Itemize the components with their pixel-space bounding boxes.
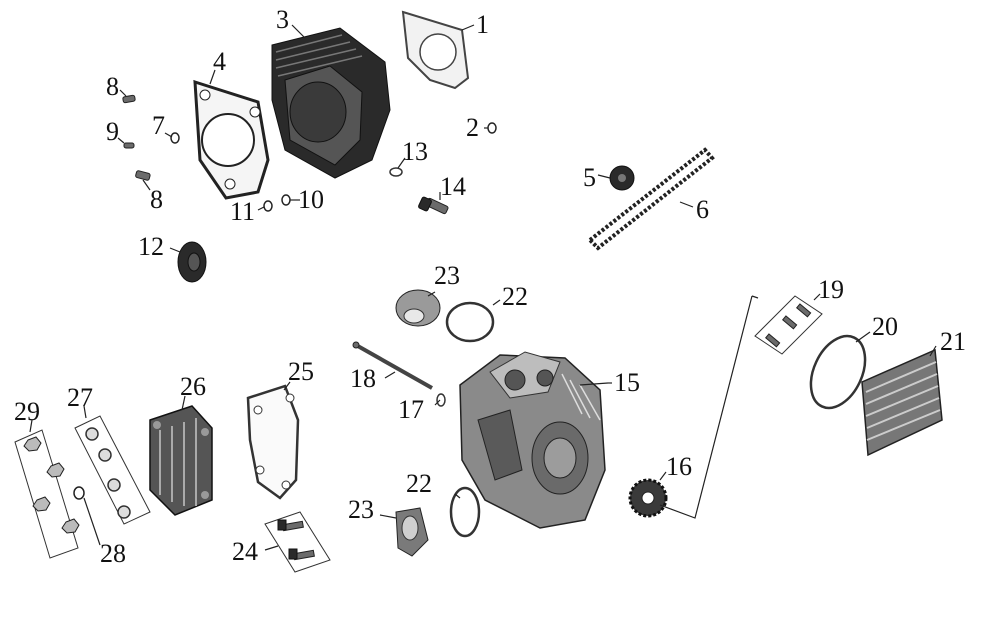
part-1-cylinder-gasket <box>401 10 470 90</box>
callout-23a: 23 <box>434 261 460 290</box>
callout-12: 12 <box>138 232 164 261</box>
callout-28: 28 <box>100 539 126 568</box>
part-14-bolt <box>418 196 449 215</box>
part-20-o-ring <box>809 334 867 410</box>
part-7-o-ring <box>170 132 180 144</box>
callout-labels: 1 2 3 4 5 6 7 8 8 9 10 11 12 13 14 15 16… <box>14 5 966 568</box>
part-2-o-ring <box>487 122 497 134</box>
callout-25: 25 <box>288 357 314 386</box>
callout-22a: 22 <box>502 282 528 311</box>
callout-14: 14 <box>440 172 466 201</box>
part-18-stud <box>352 341 433 390</box>
part-4-head-gasket <box>193 79 270 200</box>
callout-8b: 8 <box>150 185 163 214</box>
part-3-cylinder <box>271 27 391 179</box>
part-10-o-ring <box>281 194 291 206</box>
part-8b-dowel-pin <box>135 170 151 181</box>
callout-10: 10 <box>298 185 324 214</box>
leader-lines <box>29 24 937 551</box>
part-6-timing-chain <box>586 147 715 251</box>
part-22b-o-ring <box>449 486 481 538</box>
callout-29: 29 <box>14 397 40 426</box>
callout-27: 27 <box>67 383 93 412</box>
part-25-cover-gasket <box>246 384 300 500</box>
callout-5: 5 <box>583 163 596 192</box>
part-29-nut-set <box>14 429 80 559</box>
callout-18: 18 <box>350 364 376 393</box>
callout-8a: 8 <box>106 72 119 101</box>
part-12-roller <box>177 241 207 283</box>
callout-4: 4 <box>213 47 226 76</box>
callout-1: 1 <box>476 10 489 39</box>
part-23a-cap <box>395 289 441 327</box>
part-16-cam-sprocket <box>628 478 668 518</box>
part-9-dowel-pin <box>123 142 135 149</box>
part-24-bolt-set <box>264 511 331 573</box>
part-28-washer <box>73 486 85 500</box>
callout-2: 2 <box>466 113 479 142</box>
part-11-o-ring <box>263 200 273 212</box>
callout-24: 24 <box>232 537 258 566</box>
callout-21: 21 <box>940 327 966 356</box>
callout-11: 11 <box>230 197 255 226</box>
part-19-bolt-set <box>754 295 823 355</box>
part-13-clip <box>389 167 403 177</box>
callout-7: 7 <box>152 111 165 140</box>
callout-23b: 23 <box>348 495 374 524</box>
callout-17: 17 <box>398 395 424 424</box>
callout-6: 6 <box>696 195 709 224</box>
part-15-cylinder-head <box>459 351 606 529</box>
part-22a-o-ring <box>445 301 495 343</box>
callout-26: 26 <box>180 372 206 401</box>
callout-16: 16 <box>666 452 692 481</box>
callout-20: 20 <box>872 312 898 341</box>
part-27-washer-set <box>74 415 151 525</box>
callout-15: 15 <box>614 368 640 397</box>
callout-22b: 22 <box>406 469 432 498</box>
part-8a-dowel-pin <box>122 94 136 104</box>
part-26-valve-cover <box>149 405 213 516</box>
callout-3: 3 <box>276 5 289 34</box>
part-5-sprocket <box>609 165 635 191</box>
callout-9: 9 <box>106 117 119 146</box>
part-23b-cap <box>395 507 429 557</box>
part-21-side-cover <box>861 348 943 457</box>
part-17-pin <box>436 393 446 407</box>
callout-19: 19 <box>818 275 844 304</box>
callout-13: 13 <box>402 137 428 166</box>
